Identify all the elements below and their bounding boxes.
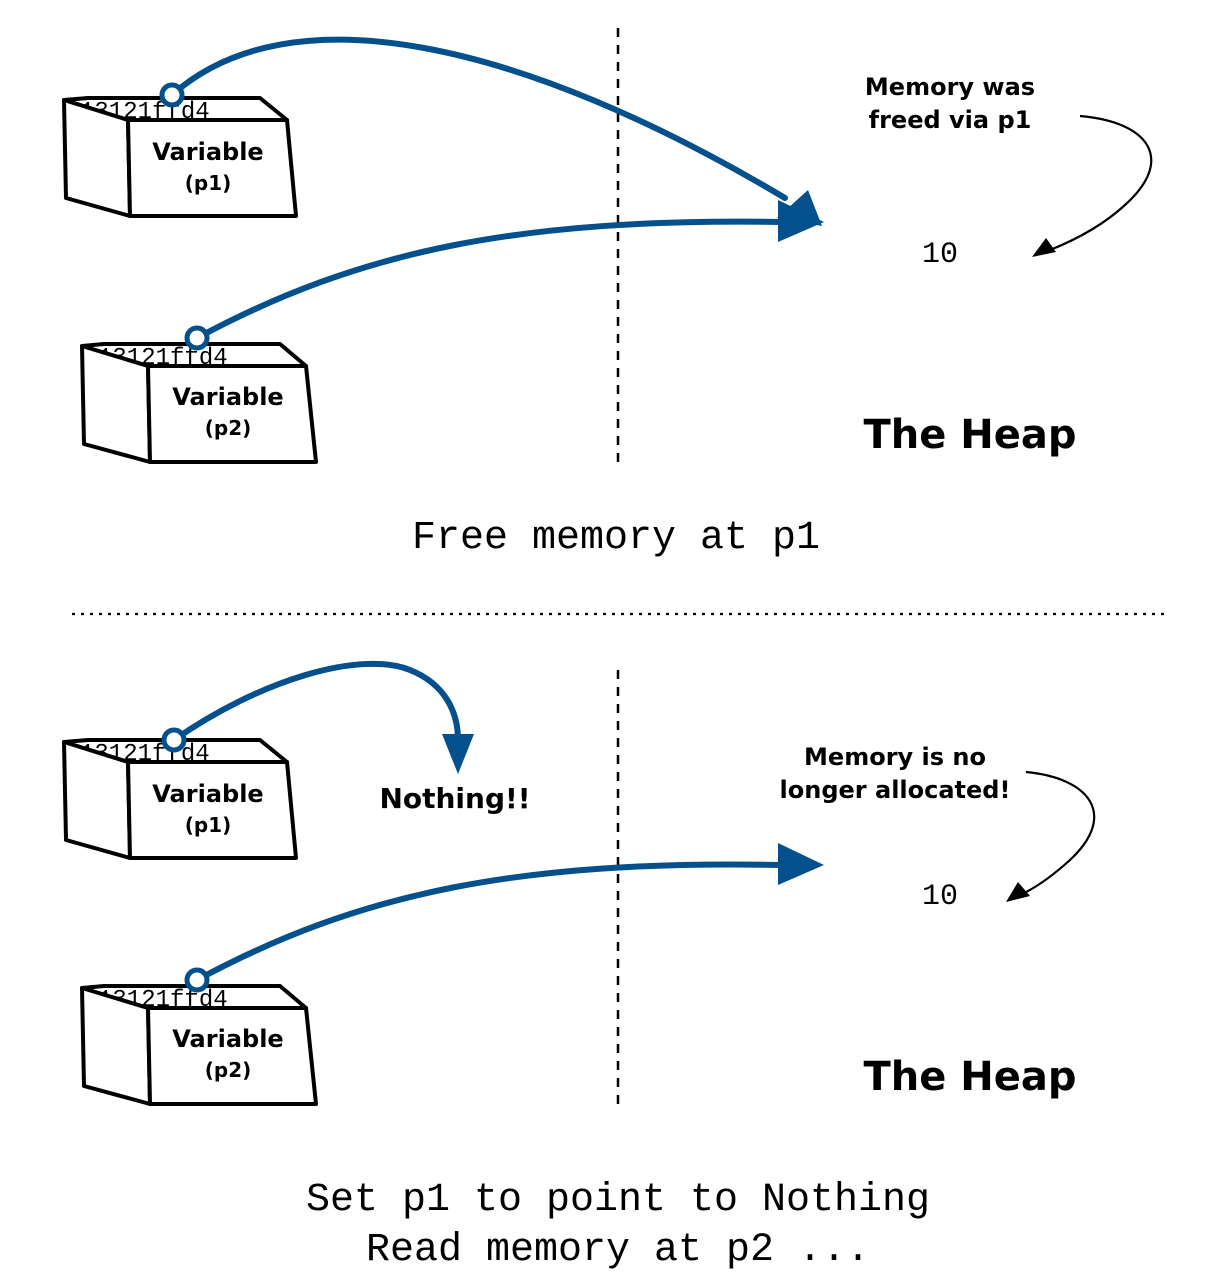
variable-box-p1: 13121ffd4 Variable (p1)	[62, 738, 298, 860]
variable-label: Variable	[152, 138, 263, 166]
variable-name: (p1)	[185, 813, 232, 837]
variable-label: Variable	[172, 383, 283, 411]
note-arrow-head	[1006, 882, 1030, 902]
heap-value: 10	[922, 238, 958, 272]
panel-set-nothing: 13121ffd4 Variable (p1) 13121ffd4 Variab…	[62, 660, 1096, 1273]
panel-caption-line-2: Read memory at p2 ...	[366, 1228, 870, 1273]
note-arrow	[1021, 770, 1096, 895]
panel-caption-line-1: Free memory at p1	[412, 516, 820, 561]
heap-title: The Heap	[863, 412, 1076, 458]
panel-caption-line-1: Set p1 to point to Nothing	[306, 1178, 930, 1223]
variable-name: (p1)	[185, 171, 232, 195]
note-arrow-head	[1032, 238, 1056, 257]
heap-note-line-2: longer allocated!	[780, 776, 1011, 804]
heap-note-line-1: Memory was	[865, 73, 1035, 101]
note-arrow	[1049, 114, 1153, 252]
pointer-p1-to-nothing	[161, 660, 474, 774]
variable-box-p2: 13121ffd4 Variable (p2)	[80, 342, 318, 464]
heap-note-line-1: Memory is no	[804, 743, 986, 771]
heap-title: The Heap	[863, 1054, 1076, 1100]
variable-name: (p2)	[205, 1058, 252, 1082]
variable-box-p1: 13121ffd4 Variable (p1)	[62, 96, 298, 218]
heap-note-line-2: freed via p1	[869, 106, 1032, 134]
variable-label: Variable	[152, 780, 263, 808]
pointer-p2-to-heap	[184, 843, 824, 993]
nothing-label: Nothing!!	[379, 782, 530, 815]
pointer-p2-to-heap	[184, 200, 824, 351]
variable-name: (p2)	[205, 416, 252, 440]
heap-value: 10	[922, 880, 958, 914]
variable-box-p2: 13121ffd4 Variable (p2)	[80, 984, 318, 1106]
variable-label: Variable	[172, 1025, 283, 1053]
panel-free-memory: 13121ffd4 Variable (p1) 13121ffd4 Variab…	[62, 28, 1153, 561]
